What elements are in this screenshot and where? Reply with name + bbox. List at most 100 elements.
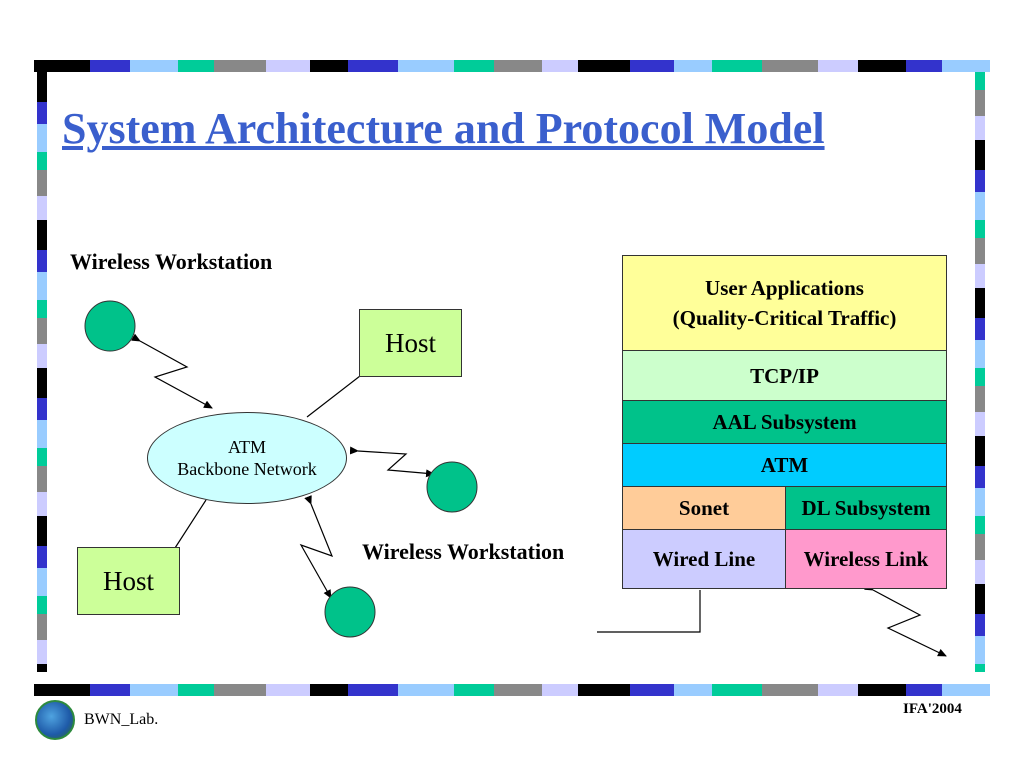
stripe-segment: [37, 448, 47, 466]
stripe-segment: [37, 196, 47, 220]
stripe-segment: [975, 488, 985, 516]
stripe-segment: [34, 684, 90, 696]
stripe-segment: [578, 60, 630, 72]
stripe-segment: [37, 492, 47, 516]
stripe-segment: [975, 614, 985, 636]
host-top-link: [306, 375, 361, 418]
stripe-segment: [266, 684, 310, 696]
stripe-segment: [37, 124, 47, 152]
stripe-segment: [975, 412, 985, 436]
stripe-segment: [942, 684, 990, 696]
stripe-segment: [37, 368, 47, 398]
workstation-top-circle: [84, 300, 136, 352]
stripe-segment: [712, 684, 762, 696]
stripe-segment: [975, 584, 985, 614]
stripe-segment: [37, 152, 47, 170]
stripe-segment: [762, 60, 818, 72]
stripe-segment: [674, 60, 712, 72]
stripe-segment: [542, 684, 578, 696]
stripe-segment: [975, 340, 985, 368]
stripe-segment: [858, 684, 906, 696]
bwn-lab-logo: [35, 700, 75, 740]
stack-dl-subsystem: DL Subsystem: [785, 486, 947, 530]
user-applications-label: User Applications: [705, 276, 864, 300]
host-box-top: Host: [359, 309, 462, 377]
stack-wired-line: Wired Line: [622, 529, 786, 589]
stripe-segment: [975, 238, 985, 264]
wired-line-connection: [597, 590, 701, 633]
stripe-segment: [975, 264, 985, 288]
stripe-segment: [942, 60, 990, 72]
stripe-segment: [37, 170, 47, 196]
stack-aal-subsystem: AAL Subsystem: [622, 400, 947, 444]
stack-user-applications: User Applications (Quality-Critical Traf…: [622, 255, 947, 351]
stripe-segment: [37, 272, 47, 300]
stripe-segment: [37, 614, 47, 640]
stripe-segment: [975, 368, 985, 386]
stripe-segment: [578, 684, 630, 696]
host-box-bottom: Host: [77, 547, 180, 615]
stripe-segment: [37, 72, 47, 102]
workstation-right-circle: [426, 461, 478, 513]
stripe-segment: [37, 546, 47, 568]
stripe-segment: [37, 398, 47, 420]
stripe-segment: [37, 664, 47, 672]
stripe-segment: [975, 534, 985, 560]
stripe-segment: [975, 318, 985, 340]
wireless-workstation-label-bottom: Wireless Workstation: [362, 539, 565, 564]
stripe-segment: [37, 250, 47, 272]
footer-lab-name: BWN_Lab.: [84, 711, 159, 728]
stripe-segment: [130, 684, 178, 696]
stripe-segment: [37, 466, 47, 492]
stripe-segment: [674, 684, 712, 696]
wireless-link-right-workstation: [349, 446, 435, 478]
stripe-segment: [975, 90, 985, 116]
stripe-segment: [494, 684, 542, 696]
stripe-segment: [37, 568, 47, 596]
stripe-segment: [37, 640, 47, 664]
stripe-segment: [398, 684, 454, 696]
atm-label: ATM: [227, 437, 266, 457]
stripe-segment: [858, 60, 906, 72]
stripe-segment: [975, 636, 985, 664]
stripe-segment: [130, 60, 178, 72]
stripe-segment: [975, 170, 985, 192]
stripe-segment: [818, 684, 858, 696]
wireless-link-top-workstation: [131, 333, 213, 409]
stripe-segment: [214, 684, 266, 696]
stripe-segment: [178, 60, 214, 72]
top-stripe-border: [34, 60, 990, 72]
stripe-segment: [90, 60, 130, 72]
stripe-segment: [975, 72, 985, 90]
stripe-segment: [975, 116, 985, 140]
host-bottom-link: [174, 499, 207, 549]
stripe-segment: [398, 60, 454, 72]
stripe-segment: [630, 60, 674, 72]
stripe-segment: [37, 516, 47, 546]
slide-title: System Architecture and Protocol Model: [62, 104, 825, 153]
stripe-segment: [310, 60, 348, 72]
stripe-segment: [975, 192, 985, 220]
stripe-segment: [37, 300, 47, 318]
stripe-segment: [818, 60, 858, 72]
stripe-segment: [37, 318, 47, 344]
stripe-segment: [37, 596, 47, 614]
backbone-network-label: Backbone Network: [177, 459, 317, 479]
footer-conference: IFA'2004: [903, 701, 962, 717]
bottom-stripe-border: [34, 684, 990, 696]
stripe-segment: [906, 60, 942, 72]
stripe-segment: [310, 684, 348, 696]
stripe-segment: [37, 102, 47, 124]
quality-critical-traffic-label: (Quality-Critical Traffic): [672, 306, 897, 330]
stripe-segment: [90, 684, 130, 696]
stack-wireless-link: Wireless Link: [785, 529, 947, 589]
stack-tcp-ip: TCP/IP: [622, 350, 947, 401]
wireless-workstation-label-top: Wireless Workstation: [70, 249, 273, 274]
stripe-segment: [975, 466, 985, 488]
stripe-segment: [37, 344, 47, 368]
wireless-link-stack: [864, 582, 947, 657]
stripe-segment: [975, 220, 985, 238]
stripe-segment: [762, 684, 818, 696]
stripe-segment: [454, 60, 494, 72]
stripe-segment: [975, 140, 985, 170]
